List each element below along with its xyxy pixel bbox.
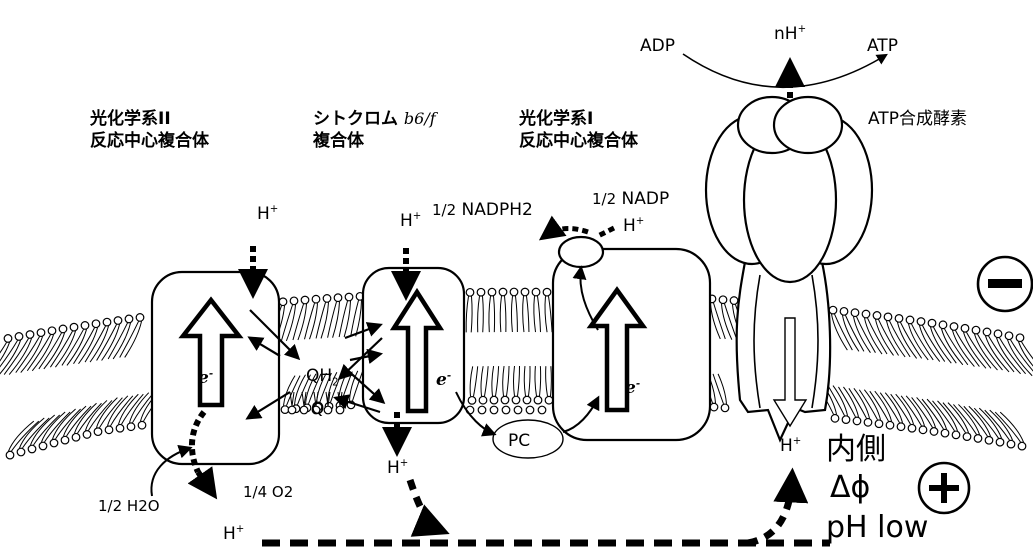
lipid-molecule <box>490 366 498 404</box>
oxygen-label: 1/4 O2 <box>243 483 293 501</box>
ps2-title: 光化学系II 反応中心複合体 <box>90 108 209 152</box>
lipid-molecule <box>478 406 486 414</box>
lipid-molecule <box>501 366 509 404</box>
lipid-molecule <box>543 288 552 332</box>
water-label: 1/2 H2O <box>98 497 160 515</box>
atp-synthase-label: ATP合成酵素 <box>868 108 967 130</box>
lipid-molecule <box>466 289 474 333</box>
lipid-molecule <box>532 288 540 332</box>
proton-atp-lumen: H <box>780 436 801 456</box>
lipid-molecule <box>526 406 534 414</box>
electron-cyt: e- <box>436 370 451 390</box>
ps1-complex <box>553 249 710 440</box>
ps2-o2-arrow <box>198 472 212 492</box>
proton-ps2-lumen: H <box>223 524 244 544</box>
ferredoxin-oval <box>559 237 603 267</box>
ps2-title-line1: 光化学系II <box>90 108 209 130</box>
ps2-title-line2: 反応中心複合体 <box>90 130 209 152</box>
lipid-molecule <box>477 288 485 332</box>
atp-synthase <box>706 97 872 440</box>
membrane-potential-label: Δϕ <box>830 470 870 505</box>
electron-ps1: e- <box>625 378 640 398</box>
adp-atp-arc <box>683 54 886 87</box>
lipid-molecule <box>512 366 520 404</box>
plus-sign-bar-v <box>941 473 947 503</box>
cytochrome-title-line2: 複合体 <box>313 130 436 152</box>
lumen-proton-drop <box>410 480 440 530</box>
lipid-molecule <box>479 366 488 404</box>
proton-ps2-stroma: H <box>257 204 278 224</box>
lipid-molecule <box>468 366 478 404</box>
nh-plus-label: nH <box>774 24 806 44</box>
lipid-molecule <box>510 288 518 332</box>
adp-label: ADP <box>640 36 675 56</box>
lipid-molecule <box>521 288 529 332</box>
proton-ps1-stroma: H <box>623 216 644 236</box>
ps1-title: 光化学系I 反応中心複合体 <box>519 108 638 152</box>
nadp-proton-arrow <box>598 228 614 236</box>
lipid-molecule <box>534 366 542 404</box>
proton-cyt-lumen: H <box>387 458 408 478</box>
plastocyanin-label: PC <box>508 431 530 451</box>
lipid-molecule <box>514 406 522 414</box>
lipid-molecule <box>538 406 546 414</box>
nadph-label: 1/2 NADPH2 <box>432 200 533 220</box>
ps1-title-line2: 反応中心複合体 <box>519 130 638 152</box>
cytochrome-b6f-italic: b6/f <box>404 109 436 128</box>
nadph-arrow <box>545 229 588 236</box>
cytochrome-title: シトクロム b6/f 複合体 <box>313 108 436 152</box>
ps1-title-line1: 光化学系I <box>519 108 638 130</box>
proton-cyt-stroma: H <box>400 211 421 231</box>
q-label: Q <box>311 399 324 419</box>
lipid-molecule <box>490 406 498 414</box>
lipid-molecule <box>523 366 531 404</box>
ph-low-label: pH low <box>826 509 928 547</box>
lipid-molecule <box>488 288 496 332</box>
inner-side-label: 内側 <box>826 424 886 468</box>
lumen-proton-rise <box>748 478 792 543</box>
minus-sign-bar <box>988 279 1022 288</box>
lipid-molecule <box>502 406 510 414</box>
lipid-molecule <box>499 288 507 332</box>
nadp-label: 1/2 NADP <box>592 189 669 209</box>
atp-label: ATP <box>867 36 898 56</box>
electron-ps2: e- <box>198 368 213 388</box>
qh2-label: QH2 <box>306 366 339 386</box>
cytochrome-title-line1: シトクロム b6/f <box>313 108 436 130</box>
lipid-molecule <box>545 366 553 404</box>
